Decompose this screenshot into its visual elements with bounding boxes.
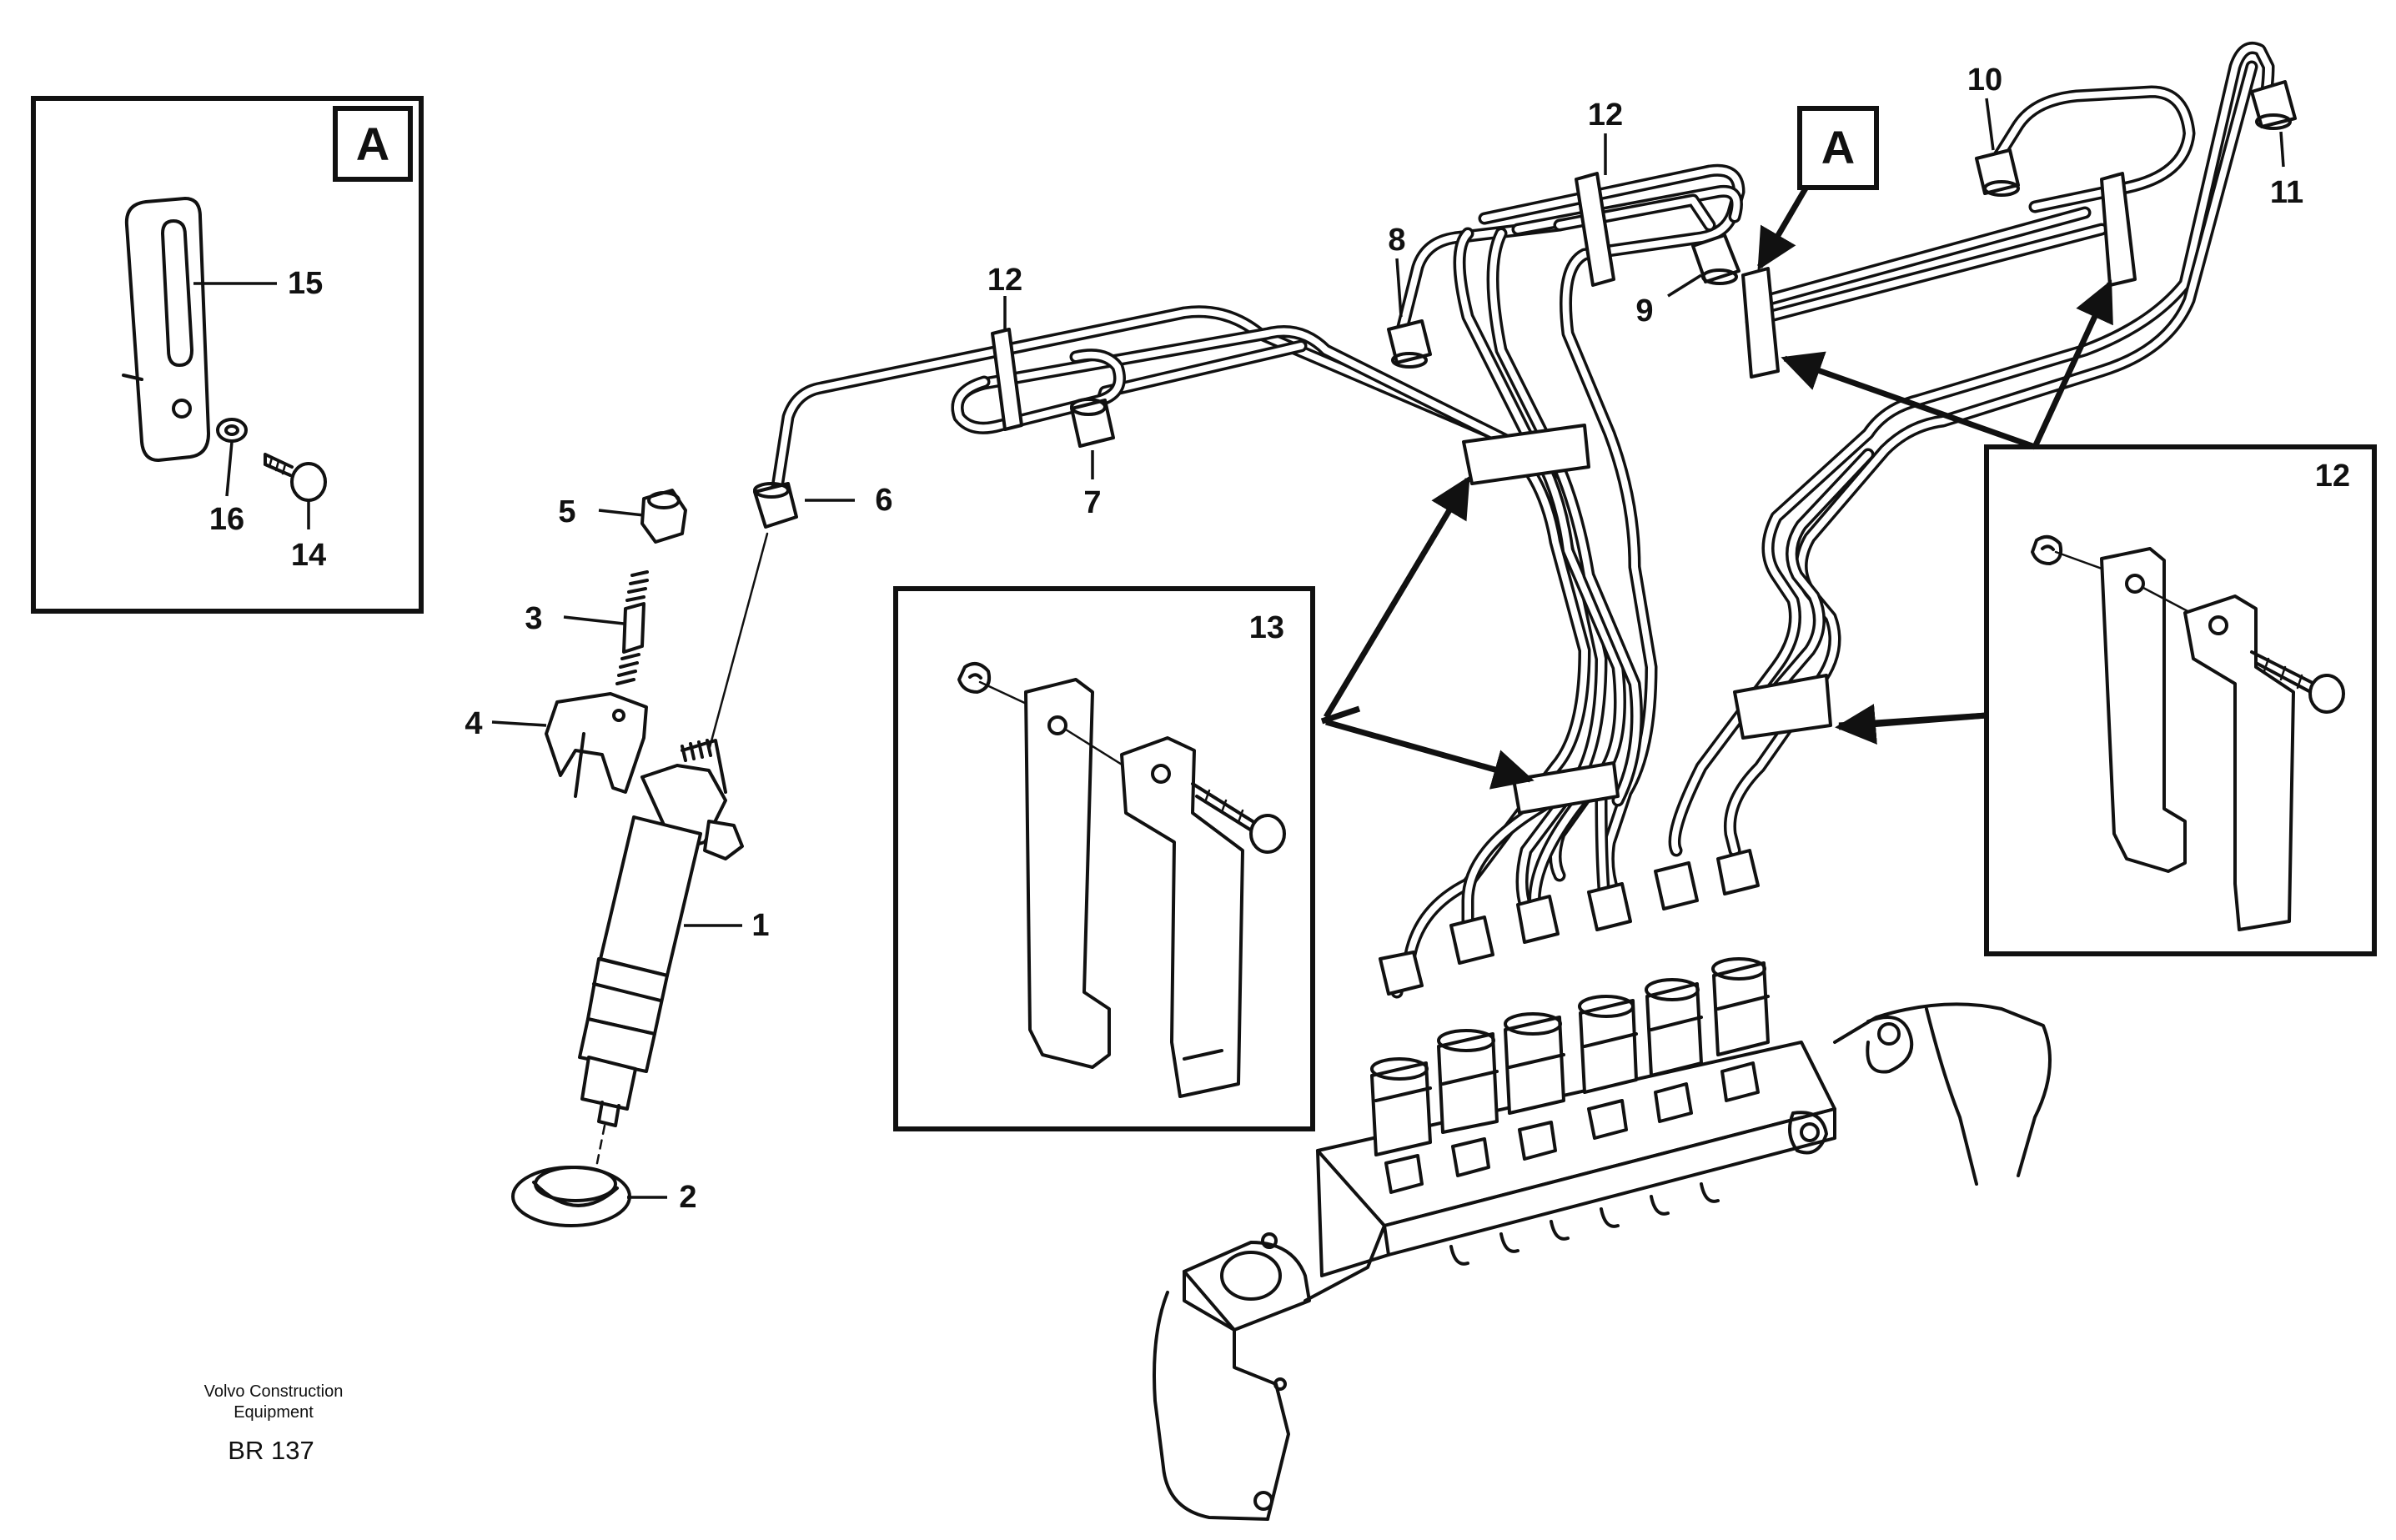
- pipe-nuts: [753, 80, 2297, 996]
- callout-5: 5: [558, 494, 575, 529]
- callout-13: 13: [1249, 610, 1284, 645]
- nut-6: [753, 482, 798, 529]
- company-line-2: Equipment: [234, 1403, 314, 1422]
- clamp-4: [545, 692, 648, 798]
- callout-12c: 12: [2315, 459, 2350, 494]
- nut-11: [2250, 80, 2297, 130]
- detail-view-13: 13: [893, 586, 1315, 1131]
- main-callouts: 6 7 12 8 12 9 10 11: [805, 63, 2303, 520]
- detail-view-12: 12: [1984, 444, 2377, 956]
- mounting-plate: [122, 197, 210, 462]
- footer: Volvo Construction Equipment BR 137: [204, 1382, 344, 1465]
- callout-14: 15: [288, 266, 323, 301]
- nut-8: [1387, 319, 1432, 369]
- pump-nuts: [1379, 849, 1760, 996]
- callout-6: 6: [875, 483, 892, 518]
- callout-2: 2: [679, 1180, 696, 1215]
- detail-view-a: A 15 16 14: [31, 96, 424, 614]
- drawing-code: BR 137: [228, 1436, 314, 1465]
- view-a-tag: [333, 106, 413, 182]
- company-line-1: Volvo Construction: [204, 1382, 344, 1401]
- callout-9: 9: [1635, 293, 1653, 329]
- injector-assembly: 5 3 4 1: [465, 489, 770, 1227]
- callout-4: 4: [465, 706, 482, 741]
- callout-16: 16: [209, 502, 244, 537]
- callout-11: 11: [2270, 175, 2303, 210]
- callout-12b: 12: [1588, 98, 1623, 133]
- view-a-callout: A: [1756, 106, 1879, 271]
- pipe-clamps: [991, 172, 2137, 815]
- nut-10: [1975, 148, 2020, 197]
- callout-15: 14: [291, 538, 326, 573]
- view-a-letter-2: A: [1821, 121, 1855, 173]
- callout-7: 7: [1083, 485, 1101, 520]
- delivery-valves: [1370, 957, 1770, 1194]
- callout-3: 3: [525, 601, 542, 636]
- reference-arrows: [1320, 279, 2113, 790]
- nut-7: [1070, 398, 1115, 448]
- view-a-letter: A: [356, 118, 389, 170]
- callout-12a: 12: [987, 263, 1022, 298]
- nut-9: [1691, 233, 1740, 285]
- heat-shield-2: [511, 1166, 631, 1227]
- callout-8: 8: [1388, 223, 1405, 258]
- injector-1: [578, 739, 744, 1127]
- pressure-pipe-connector-3: [615, 570, 649, 685]
- washer-16: [216, 418, 248, 443]
- nut-5: [640, 489, 687, 544]
- injection-pump: [1153, 957, 2052, 1521]
- callout-1: 1: [751, 908, 769, 943]
- callout-10: 10: [1967, 63, 2002, 98]
